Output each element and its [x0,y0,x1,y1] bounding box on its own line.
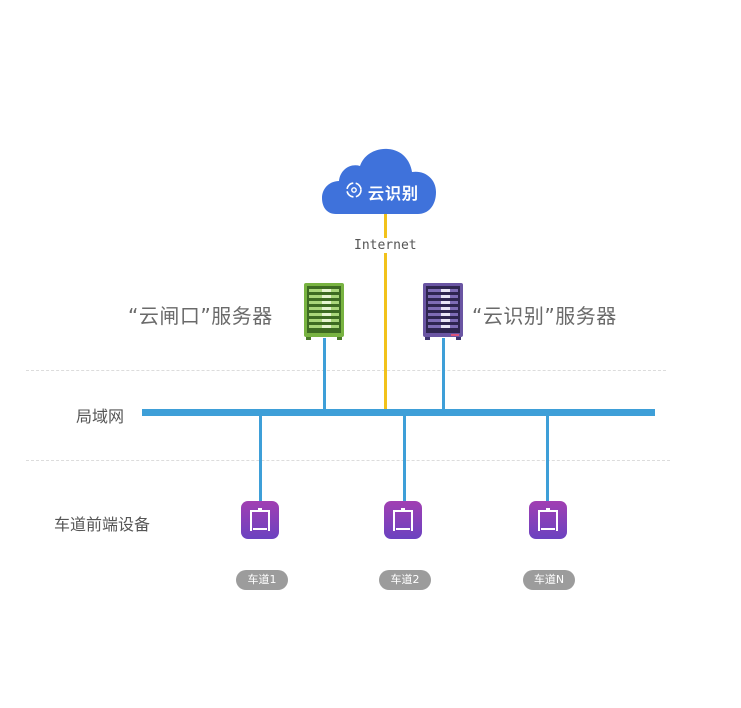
server-rack-icon [423,283,463,340]
gate-server [304,283,344,340]
recognition-server [423,283,463,340]
lane-device-2 [384,501,422,539]
separator-top [26,370,666,371]
lane-1-link [259,414,262,502]
lane-2-badge: 车道2 [379,570,431,590]
lane-device-n [529,501,567,539]
lan-bus [142,409,655,416]
cloud-label: 云识别 [368,184,420,203]
lane-2-link [403,414,406,502]
cloud-node: 云识别 [322,148,440,216]
gate-device-icon [384,501,422,539]
separator-bottom [26,460,670,461]
cloud-icon [322,148,436,214]
server-rack-icon [304,283,344,340]
lane-device-1 [241,501,279,539]
lane-n-link [546,414,549,502]
gate-device-icon [241,501,279,539]
cloud-recognition-icon [346,182,362,198]
lane-devices-label: 车道前端设备 [54,515,151,534]
lane-n-badge: 车道N [523,570,575,590]
recognition-server-label: “云识别”服务器 [472,304,617,328]
lan-label: 局域网 [76,407,125,426]
recognition-server-link [442,338,445,412]
lane-1-badge: 车道1 [236,570,288,590]
internet-label: Internet [352,238,419,253]
internet-link [384,214,387,412]
gate-server-label: “云闸口”服务器 [128,304,273,328]
gate-device-icon [529,501,567,539]
gate-server-link [323,338,326,412]
